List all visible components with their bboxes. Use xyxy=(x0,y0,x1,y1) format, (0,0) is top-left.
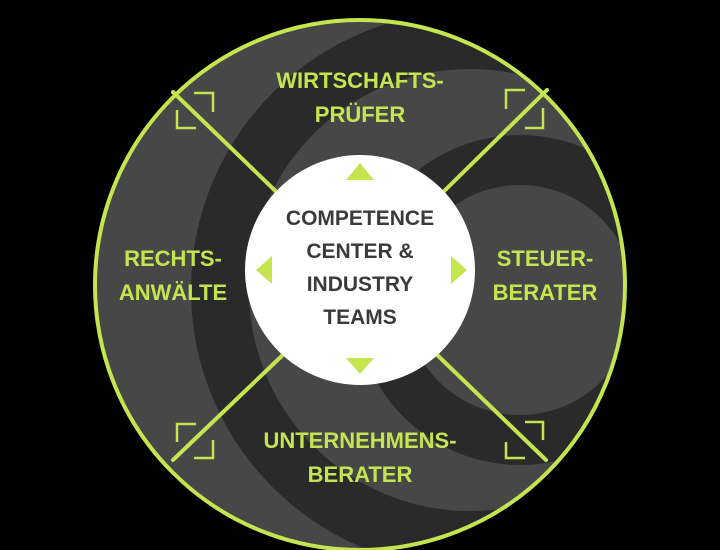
outer-ring xyxy=(93,18,627,550)
triangle-right-icon xyxy=(451,256,467,284)
segment-label-top: WIRTSCHAFTS- PRÜFER xyxy=(276,68,444,127)
corner-bracket-icon xyxy=(175,88,545,460)
segment-label-right: STEUER- BERATER xyxy=(492,246,598,305)
center-label: COMPETENCE CENTER & INDUSTRY TEAMS xyxy=(285,207,435,329)
triangle-up-icon xyxy=(346,163,374,180)
triangle-left-icon xyxy=(256,256,272,284)
triangle-down-icon xyxy=(346,358,374,374)
segment-label-left: RECHTS- ANWÄLTE xyxy=(118,246,228,305)
center-circle xyxy=(245,155,475,385)
segment-label-bottom: UNTERNEHMENS- BERATER xyxy=(263,428,457,487)
segment-dividers xyxy=(171,88,549,462)
